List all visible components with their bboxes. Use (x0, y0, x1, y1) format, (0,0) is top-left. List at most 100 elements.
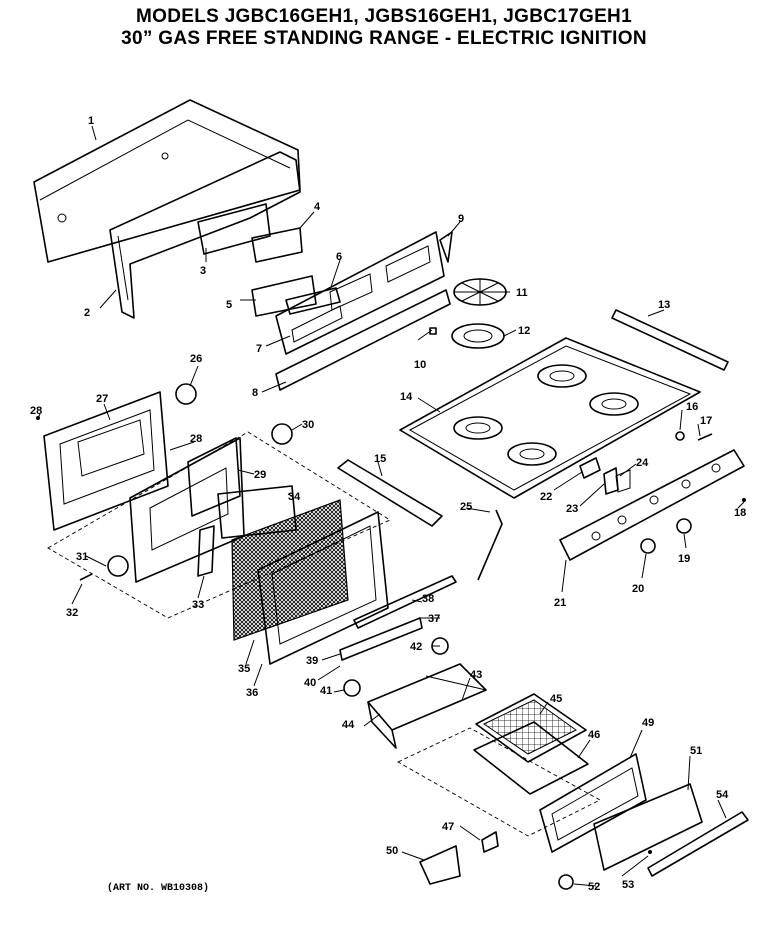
part-insulation-36 (231, 499, 349, 641)
part-back-panel (33, 99, 301, 263)
callout-label: 9 (458, 213, 464, 225)
part-drawer-50 (539, 753, 647, 853)
callout-label: 50 (386, 845, 398, 857)
part-drip-pan (451, 323, 505, 349)
callout-label: 23 (566, 503, 578, 515)
part-17 (697, 433, 713, 441)
callout-label: 5 (226, 299, 232, 311)
callout-label: 33 (192, 599, 204, 611)
callout-label: 12 (518, 325, 530, 337)
part-rod-38 (353, 575, 457, 629)
part-9 (439, 231, 453, 263)
part-bracket-3 (197, 203, 271, 255)
callout-label: 1 (88, 115, 94, 127)
part-26 (175, 383, 197, 405)
callout-label: 36 (246, 687, 258, 699)
callout-label: 24 (636, 457, 649, 469)
callout-label: 3 (200, 265, 206, 277)
part-broiler-pan-47 (473, 721, 589, 795)
part-broiler-drawer-45 (367, 663, 487, 749)
callout-label: 37 (428, 613, 440, 625)
callout-label: 17 (700, 415, 712, 427)
part-knob-20 (640, 538, 656, 554)
part-49 (481, 831, 499, 853)
callout-label: 18 (734, 507, 746, 519)
callout-label: 21 (554, 597, 566, 609)
callout-label: 4 (314, 201, 321, 213)
part-rod-55 (647, 811, 749, 877)
part-door-frame-37 (257, 511, 389, 665)
part-grate (453, 278, 507, 306)
part-trim-8 (275, 289, 451, 391)
callout-label: 20 (632, 583, 644, 595)
callout-label: 44 (342, 719, 355, 731)
callout-label: 26 (190, 353, 202, 365)
part-hinge-40 (339, 617, 423, 661)
part-back-guard (109, 151, 301, 319)
part-34 (197, 525, 215, 577)
part-backsplash (275, 231, 445, 355)
part-bracket-5 (251, 275, 317, 317)
callout-label: 47 (442, 821, 454, 833)
callout-label: 25 (460, 501, 472, 513)
part-23 (603, 467, 619, 495)
callout-label: 27 (96, 393, 108, 405)
diagram-title: MODELS JGBC16GEH1, JGBS16GEH1, JGBC17GEH… (136, 6, 632, 27)
callout-label: 32 (66, 607, 78, 619)
title-block: MODELS JGBC16GEH1, JGBS16GEH1, JGBC17GEH… (0, 6, 768, 50)
callout-label: 34 (288, 491, 301, 503)
callout-labels: 1 2 3 4 5 6 7 8 9 10 11 12 13 14 15 16 1… (30, 115, 746, 893)
callout-label: 40 (304, 677, 316, 689)
part-control-panel (559, 449, 745, 561)
callout-label: 19 (678, 553, 690, 565)
callout-label: 28 (190, 433, 202, 445)
callout-label: 39 (306, 655, 318, 667)
callout-label: 35 (238, 663, 250, 675)
part-drawer-panel-52 (593, 783, 703, 871)
callout-label: 22 (540, 491, 552, 503)
part-22 (579, 457, 601, 479)
callout-label: 42 (410, 641, 422, 653)
diagram-subtitle: 30” GAS FREE STANDING RANGE - ELECTRIC I… (121, 28, 647, 49)
callout-label: 53 (622, 879, 634, 891)
part-broiler-pan-46 (475, 693, 587, 763)
callout-label: 52 (588, 881, 600, 893)
callout-label: 54 (716, 789, 729, 801)
callout-label: 2 (84, 307, 90, 319)
part-31 (271, 423, 293, 445)
callout-label: 49 (642, 717, 654, 729)
art-number: (ART NO. WB10308) (107, 883, 210, 894)
callout-label: 29 (254, 469, 266, 481)
callout-label: 45 (550, 693, 562, 705)
part-42 (343, 679, 361, 697)
callout-label: 30 (302, 419, 314, 431)
callout-label: 43 (470, 669, 482, 681)
part-bracket-51 (419, 845, 461, 885)
callout-label: 15 (374, 453, 386, 465)
callout-label: 14 (400, 391, 413, 403)
drawer-guide-outline (397, 727, 601, 837)
part-screw-53 (558, 874, 574, 890)
callout-label: 16 (686, 401, 698, 413)
callout-label: 13 (658, 299, 670, 311)
part-door-inner-29 (129, 437, 245, 583)
callout-label: 8 (252, 387, 258, 399)
callout-label: 41 (320, 685, 332, 697)
callout-label: 7 (256, 343, 262, 355)
part-door-liner-27 (43, 391, 169, 531)
callout-label: 31 (76, 551, 88, 563)
part-bracket-4 (251, 227, 303, 263)
part-54 (648, 850, 652, 854)
part-glass-30 (187, 437, 241, 517)
callout-label: 11 (516, 287, 528, 299)
part-18 (742, 498, 746, 502)
callout-label: 28 (30, 405, 42, 417)
part-16 (675, 431, 685, 441)
part-32 (107, 555, 129, 577)
part-33 (79, 573, 93, 581)
part-cooktop (399, 337, 701, 499)
part-vent-trim-15 (337, 459, 443, 527)
part-rail-13 (611, 309, 729, 371)
callout-label: 38 (422, 593, 434, 605)
